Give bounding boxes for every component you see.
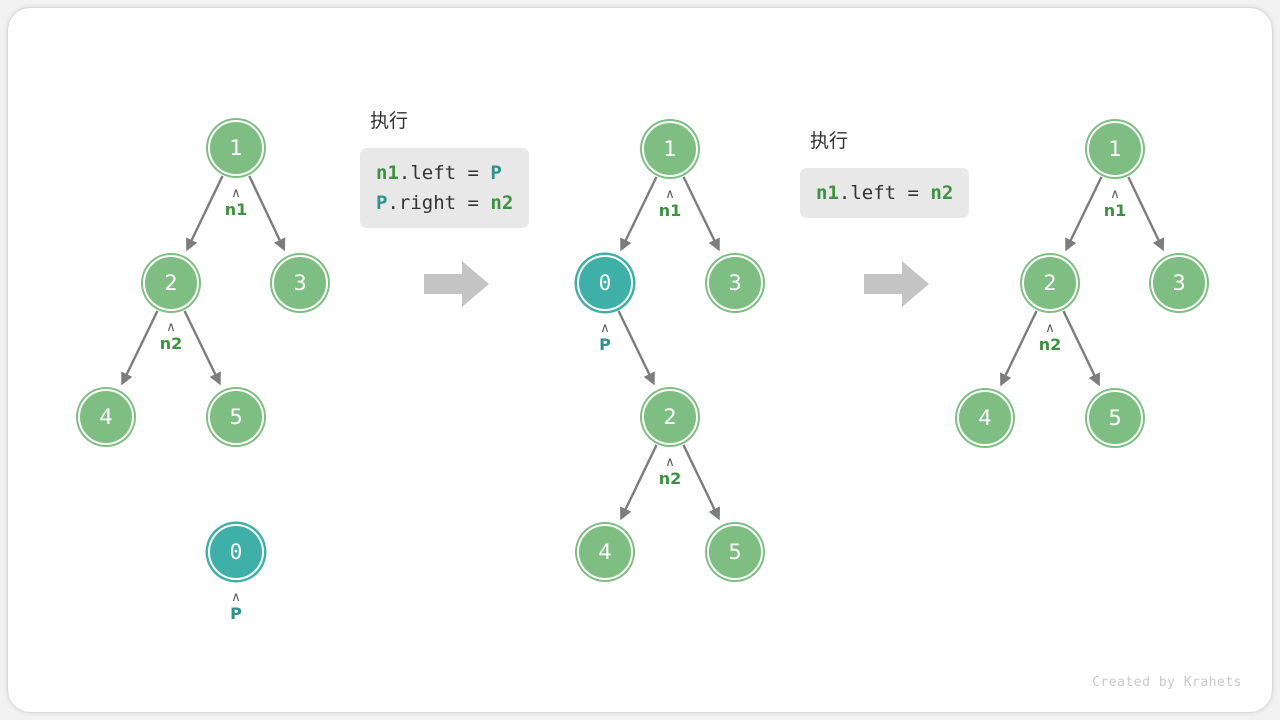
pointer-label-p: ∧P [575, 321, 635, 355]
pointer-name: n2 [159, 334, 183, 353]
pointer-label-n1: ∧n1 [206, 186, 266, 220]
tree-node-value: 4 [978, 406, 992, 430]
tree-node[interactable]: 2 [642, 389, 698, 445]
caret-up-icon: ∧ [231, 590, 241, 605]
tree-node[interactable]: 5 [707, 524, 763, 580]
tree-node[interactable]: 1 [642, 121, 698, 177]
pointer-label-p: ∧P [206, 590, 266, 624]
pointer-label-n1: ∧n1 [640, 187, 700, 221]
code-block-2: n1.left = n2 [800, 168, 970, 218]
tree-node-value: 3 [728, 271, 742, 295]
code-token: n2 [930, 182, 954, 204]
flow-arrow-1-icon [424, 261, 489, 307]
tree-node-value: 5 [229, 405, 243, 429]
pointer-name: n1 [658, 201, 682, 220]
code-token: .left = [838, 182, 931, 204]
tree-node[interactable]: 4 [577, 524, 633, 580]
tree-node-value: 4 [99, 405, 113, 429]
pointer-label-n2: ∧n2 [1020, 321, 1080, 355]
tree-node[interactable]: 1 [1087, 121, 1143, 177]
tree-node-value: 1 [1108, 137, 1122, 161]
code-token: n2 [490, 192, 514, 214]
watermark: Created by Krahets [1092, 675, 1242, 690]
tree-node-value: 1 [663, 137, 677, 161]
pointer-label-n2: ∧n2 [141, 320, 201, 354]
code-token: P [376, 192, 388, 214]
tree-node-value: 3 [1172, 271, 1186, 295]
tree-node[interactable]: 4 [78, 389, 134, 445]
caret-up-icon: ∧ [665, 187, 675, 202]
flow-arrow-2-icon [864, 261, 929, 307]
code-line: P.right = n2 [376, 188, 513, 218]
tree-node[interactable]: 2 [1022, 255, 1078, 311]
tree-node-value: 0 [229, 540, 243, 564]
pointer-name: n1 [224, 200, 248, 219]
tree-node[interactable]: 3 [707, 255, 763, 311]
pointer-name: P [230, 604, 242, 623]
tree-node-value: 2 [663, 405, 677, 429]
tree-node[interactable]: 5 [1087, 390, 1143, 446]
pointer-name: n1 [1103, 201, 1127, 220]
pointer-label-n2: ∧n2 [640, 455, 700, 489]
tree-node[interactable]: 0 [208, 524, 264, 580]
code-line: n1.left = P [376, 158, 513, 188]
caret-up-icon: ∧ [231, 186, 241, 201]
tree-node-value: 2 [1043, 271, 1057, 295]
tree-node[interactable]: 2 [143, 255, 199, 311]
code-token: n1 [816, 182, 839, 204]
tree-node-value: 4 [598, 540, 612, 564]
code-line: n1.left = n2 [816, 178, 953, 208]
tree-node-value: 1 [229, 136, 243, 160]
code-token: P [490, 162, 502, 184]
caret-up-icon: ∧ [665, 455, 675, 470]
caret-up-icon: ∧ [1045, 321, 1055, 336]
pointer-name: n2 [658, 469, 682, 488]
tree-node-value: 5 [728, 540, 742, 564]
tree-node-value: 0 [598, 271, 612, 295]
step-label-1: 执行 [370, 110, 409, 132]
step-label-2: 执行 [810, 130, 849, 152]
tree-node-value: 2 [164, 271, 178, 295]
code-token: .left = [398, 162, 491, 184]
tree-node[interactable]: 4 [957, 390, 1013, 446]
pointer-name: P [599, 335, 611, 354]
tree-node[interactable]: 3 [272, 255, 328, 311]
tree-node[interactable]: 3 [1151, 255, 1207, 311]
caret-up-icon: ∧ [166, 320, 176, 335]
tree-edge-layer [121, 175, 1165, 521]
tree-node[interactable]: 1 [208, 120, 264, 176]
tree-node[interactable]: 0 [577, 255, 633, 311]
pointer-label-n1: ∧n1 [1085, 187, 1145, 221]
code-token: .right = [387, 192, 491, 214]
tree-node[interactable]: 5 [208, 389, 264, 445]
caret-up-icon: ∧ [1110, 187, 1120, 202]
code-token: n1 [376, 162, 399, 184]
pointer-name: n2 [1038, 335, 1062, 354]
tree-node-value: 3 [293, 271, 307, 295]
tree-node-value: 5 [1108, 406, 1122, 430]
caret-up-icon: ∧ [600, 321, 610, 336]
